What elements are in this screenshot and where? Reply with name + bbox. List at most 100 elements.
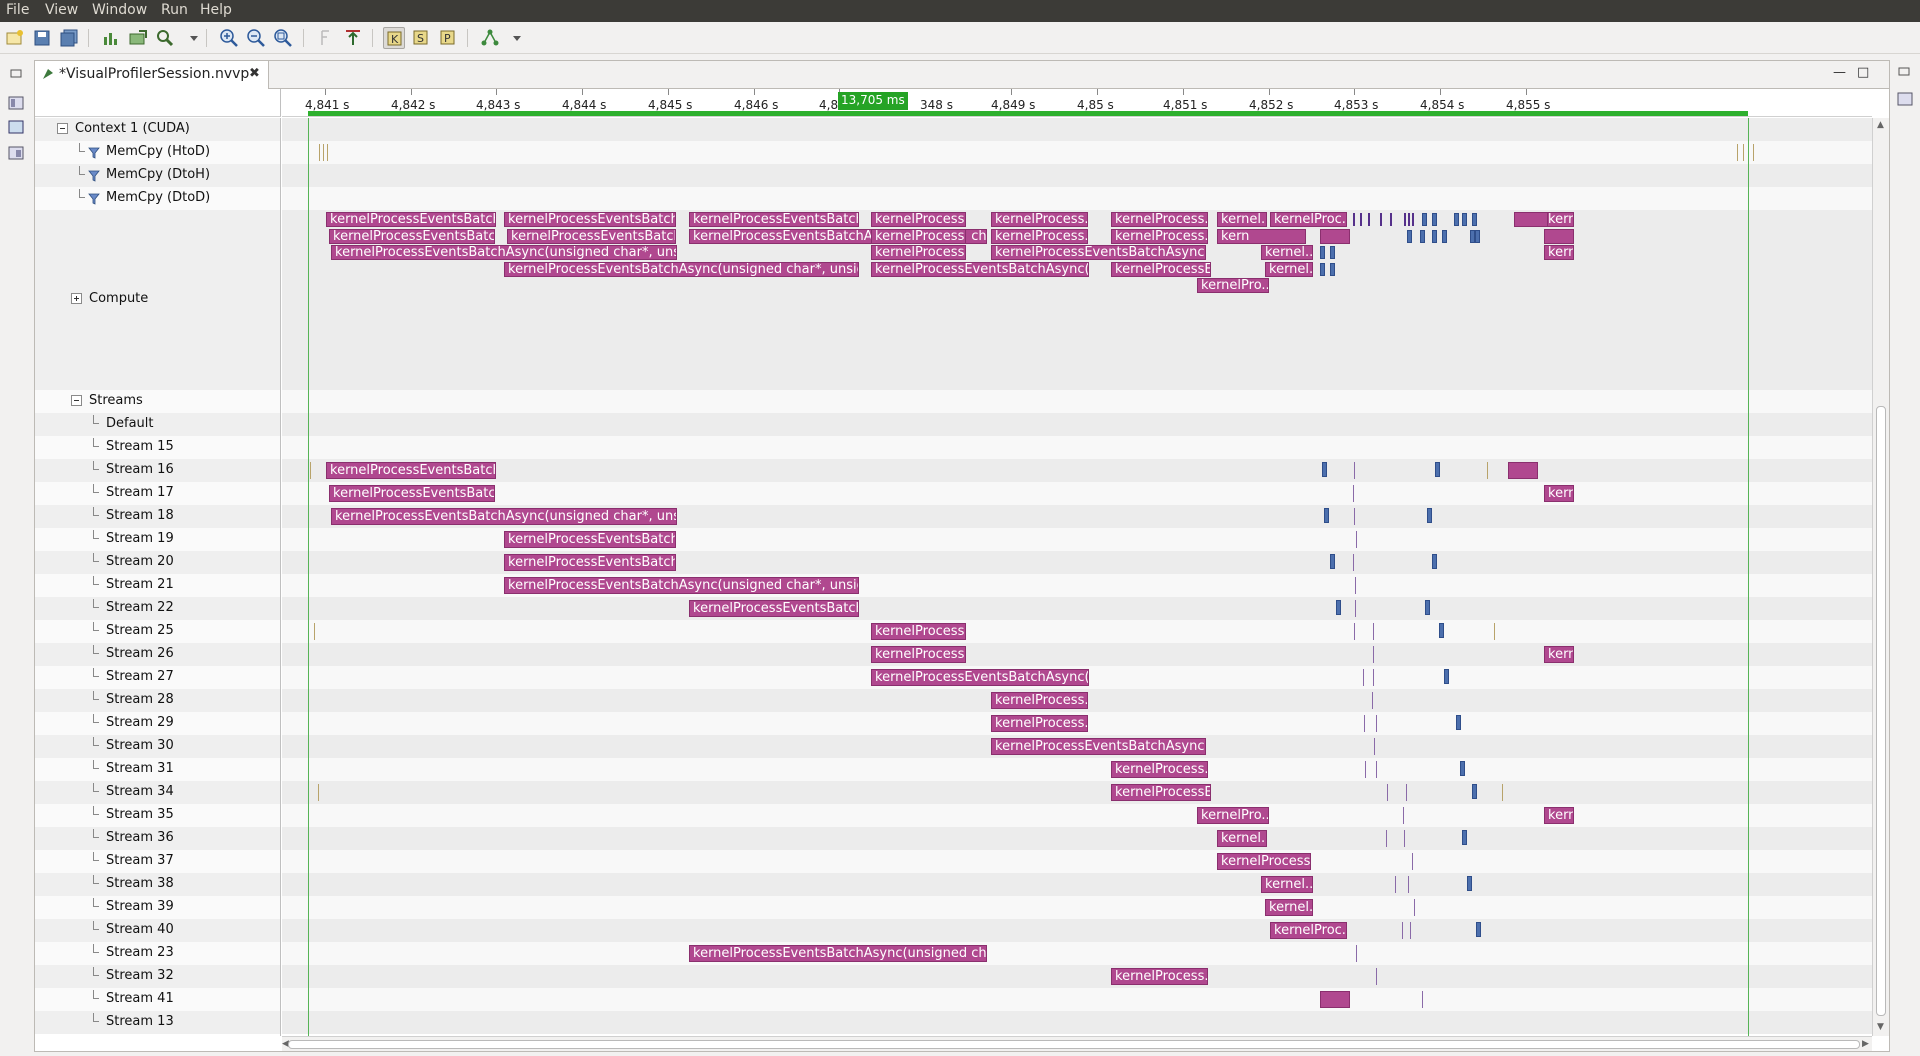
kernel-slice[interactable] [1462,213,1467,226]
kernel-slice[interactable] [1355,577,1356,594]
kernel-bar[interactable]: kernelProc... [1270,212,1347,227]
kernel-slice[interactable] [1422,991,1423,1008]
kernel-slice[interactable] [1354,462,1355,479]
kernel-slice[interactable] [1386,830,1387,847]
kernel-bar[interactable]: kernelProcessEventsBatchAsync(uns... [991,245,1206,260]
kernel-slice[interactable] [1374,738,1375,755]
kernel-slice[interactable] [1380,213,1382,226]
new-session-icon[interactable] [4,27,26,49]
view-icon[interactable] [7,95,25,111]
kernel-bar[interactable]: kernel... [1217,212,1267,227]
kernel-slice[interactable] [1360,213,1362,226]
kernel-bar[interactable]: kernelProcess... [871,623,966,640]
tree-row[interactable]: Stream 40 [35,919,280,942]
kernel-slice[interactable] [1420,229,1425,243]
kernel-bar[interactable]: kernelProcess... [991,212,1088,227]
tree-row[interactable]: Stream 25 [35,620,280,643]
kernel-bar[interactable]: kernelProcess... [871,212,966,227]
zoom-out-icon[interactable] [245,27,267,49]
kernel-slice[interactable] [1422,213,1427,226]
kernel-bar[interactable] [1320,991,1350,1008]
kernel-slice[interactable] [1442,229,1447,243]
kernel-bar[interactable]: kernelProcess... [1111,228,1208,244]
kernel-slice[interactable] [1353,485,1354,502]
tree-row[interactable]: Stream 13 [35,1011,280,1034]
kernel-slice[interactable] [1427,508,1432,523]
kernel-slice[interactable] [1373,669,1374,686]
expand-icon[interactable] [71,293,82,304]
kernel-bar[interactable]: kernel... [1261,245,1313,260]
kernel-bar[interactable]: kernelProcessEventsBatchA... [507,228,676,244]
kernel-slice[interactable] [1376,968,1377,985]
kernel-bar[interactable]: kernelProcessE... [1111,261,1211,277]
kernel-bar[interactable]: kern [1217,228,1306,244]
tree-row[interactable]: Stream 35 [35,804,280,827]
kernel-slice[interactable] [1407,229,1412,243]
dropdown-arrow-icon[interactable] [183,27,198,49]
kernel-slice[interactable] [1406,784,1407,801]
memcpy-marker[interactable] [1494,623,1495,640]
memcpy-marker[interactable] [1502,784,1503,801]
kernel-slice[interactable] [1444,669,1449,684]
selected-range-bar[interactable] [308,111,1748,116]
kernel-bar[interactable] [1514,212,1548,227]
tree-row[interactable]: MemCpy (HtoD) [35,141,280,164]
tree-row[interactable]: Stream 26 [35,643,280,666]
kernel-bar[interactable]: kernelProcessEventsBatchA... [329,485,495,502]
tree-row[interactable]: Stream 18 [35,505,280,528]
collapse-icon[interactable] [57,123,68,134]
tree-row[interactable]: Stream 22 [35,597,280,620]
kernel-bar[interactable] [1320,228,1350,244]
kernel-bar[interactable]: kernel... [1261,876,1313,893]
tree-row[interactable]: Stream 19 [35,528,280,551]
kernel-slice[interactable] [1462,830,1467,845]
kernel-bar[interactable]: kernelProcessEventsBatchAsync(unsigned c… [689,945,987,962]
kernel-slice[interactable] [1402,922,1403,939]
kernel-bar[interactable] [1544,228,1574,244]
close-icon[interactable]: ✖ [249,66,260,81]
minimize-icon[interactable]: — [1833,65,1846,80]
kernel-bar[interactable]: kernelProcessEventsBatchA... [329,228,495,244]
kernel-bar[interactable]: kernelPro... [1197,807,1269,824]
kernel-slice[interactable] [1404,213,1406,226]
kernel-bar[interactable]: kernelProcessEventsBatchAsync(unsigned c… [331,508,677,525]
kernel-bar[interactable]: kernelProcessEventsBatchAs... [504,212,676,227]
memcpy-marker[interactable] [318,784,319,801]
kernel-slice[interactable] [1320,246,1325,259]
memcpy-marker[interactable] [314,623,315,640]
kernel-bar[interactable]: kernelProcessEventsBatchA... [689,212,859,227]
memcpy-marker[interactable] [323,144,324,161]
menu-help[interactable]: Help [200,2,232,18]
kernel-slice[interactable] [1354,508,1355,525]
kernel-bar[interactable]: kernelProcessEventsBatchAsync(unsigned c… [504,577,859,594]
kernel-bar[interactable]: kern [1544,485,1574,502]
memcpy-marker[interactable] [1737,144,1738,161]
kernel-bar[interactable]: kernelProcessEventsBatchAsync(unsigned c… [504,261,859,277]
kernel-bar[interactable]: kernelProcessEventsBatchA... [326,462,496,479]
timeline-tracks[interactable]: kernelProcessEventsBatchA...kernelProces… [282,118,1872,1036]
kernel-slice[interactable] [1364,715,1365,732]
kernel-slice[interactable] [1368,213,1370,226]
kernel-slice[interactable] [1363,669,1364,686]
dependency-analysis-icon[interactable] [479,27,501,49]
kernel-slice[interactable] [1412,213,1414,226]
tree-row[interactable]: Stream 37 [35,850,280,873]
details-view-icon[interactable] [1896,91,1914,107]
kernel-slice[interactable] [1330,262,1335,276]
kernel-bar[interactable]: kernelProcess... [991,715,1088,732]
kernel-slice[interactable] [1387,784,1388,801]
filter-remove-icon[interactable] [342,27,364,49]
console-icon[interactable] [7,119,25,135]
kernel-slice[interactable] [1376,761,1377,778]
kernel-slice[interactable] [1320,262,1325,276]
kernel-bar[interactable]: kernelProc... [1270,922,1347,939]
properties-icon[interactable] [7,145,25,161]
horizontal-scrollbar[interactable]: ◀ ▶ [282,1036,1872,1051]
kernel-slice[interactable] [1435,462,1440,477]
tree-row[interactable]: MemCpy (DtoH) [35,164,280,187]
kernel-slice[interactable] [1404,830,1405,847]
kernel-slice[interactable] [1390,213,1392,226]
kernel-bar[interactable]: kernelProcess... [991,692,1088,709]
tab-visual-profiler-session[interactable]: *VisualProfilerSession.nvvp ✖ [35,61,269,89]
